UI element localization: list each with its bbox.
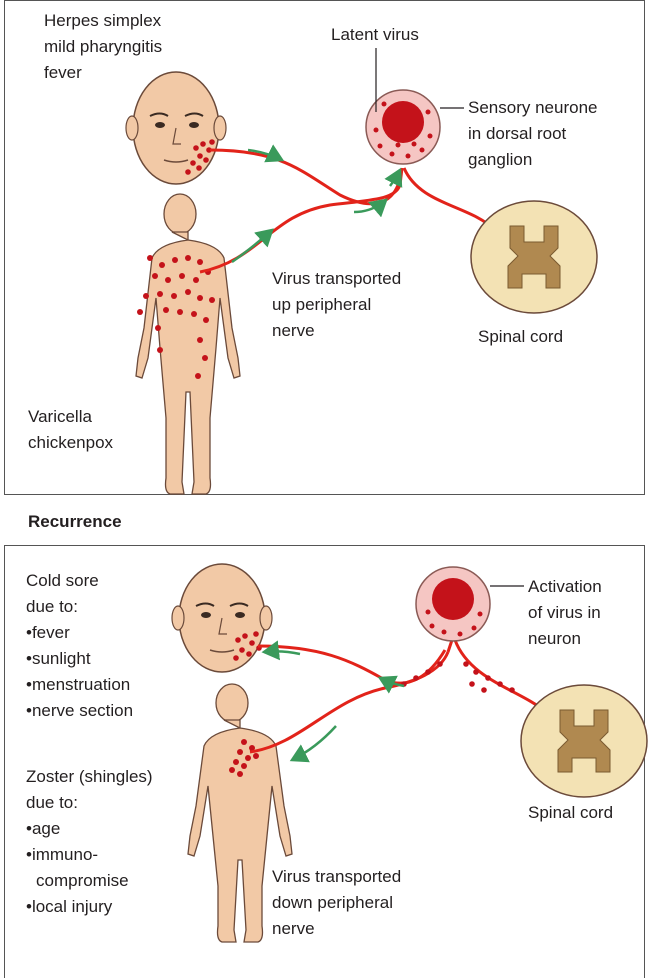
varicella-label: Varicella chickenpox xyxy=(28,404,113,456)
ganglion-bottom xyxy=(416,567,490,641)
herpes-simplex-label: Herpes simplex mild pharyngitis fever xyxy=(44,8,162,86)
zoster-causes: age immuno- compromise local injury xyxy=(26,816,153,920)
cause-item: compromise xyxy=(26,868,153,894)
spinal-cord-label-bottom: Spinal cord xyxy=(528,800,613,826)
cause-item: age xyxy=(26,816,153,842)
nerve-body-top xyxy=(200,185,400,272)
arrow-up-2 xyxy=(232,230,272,262)
recurrence-heading: Recurrence xyxy=(28,512,122,532)
nerve-face-top xyxy=(210,150,398,204)
sensory-neurone-label: Sensory neurone in dorsal root ganglion xyxy=(468,95,597,173)
ganglion-top xyxy=(366,90,440,164)
cause-item: nerve section xyxy=(26,698,133,724)
cause-item: sunlight xyxy=(26,646,133,672)
nerve-body-bottom xyxy=(250,652,448,752)
nerve-to-cord-top xyxy=(404,168,495,230)
nerve-to-ganglion-bottom xyxy=(448,640,452,652)
activation-label: Activation of virus in neuron xyxy=(528,574,602,652)
arrow-down-1 xyxy=(264,651,300,654)
cause-item: fever xyxy=(26,620,133,646)
zoster-label: Zoster (shingles) due to: age immuno- co… xyxy=(26,764,153,920)
cold-sore-causes: fever sunlight menstruation nerve sectio… xyxy=(26,620,133,724)
head-figure-bottom xyxy=(172,564,272,672)
cause-item: immuno- xyxy=(26,842,153,868)
spinal-cord-label-top: Spinal cord xyxy=(478,324,563,350)
latent-virus-label: Latent virus xyxy=(331,22,419,48)
head-figure-top xyxy=(126,72,226,184)
cause-item: menstruation xyxy=(26,672,133,698)
virus-particles-bottom xyxy=(401,661,515,693)
spinal-cord-top xyxy=(471,201,597,313)
spinal-cord-bottom xyxy=(521,685,647,797)
cold-sore-label: Cold sore due to: fever sunlight menstru… xyxy=(26,568,133,724)
arrow-up-4 xyxy=(390,170,400,186)
cause-item: local injury xyxy=(26,894,153,920)
transport-up-label: Virus transported up peripheral nerve xyxy=(272,266,401,344)
transport-down-label: Virus transported down peripheral nerve xyxy=(272,864,401,942)
body-figure-top xyxy=(136,194,240,494)
